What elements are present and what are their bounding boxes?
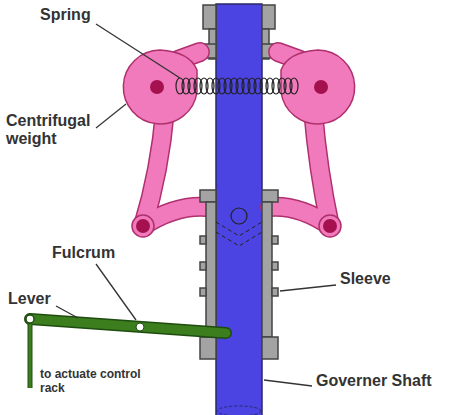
part-label: to actuate control rack: [40, 368, 160, 396]
governor-shaft: [216, 4, 262, 415]
part-label: Sleeve: [340, 270, 391, 288]
part-label: Governer Shaft: [316, 372, 432, 390]
centrifugal-weights: [123, 50, 354, 237]
top-collar: [198, 5, 280, 59]
part-label: Lever: [8, 290, 51, 308]
leader-lines: [56, 24, 336, 386]
spring-coil: [176, 78, 298, 94]
part-label: Centrifugal weight: [6, 112, 98, 149]
sleeve-hidden-lines: [216, 222, 262, 246]
sleeve-ball: [231, 208, 247, 224]
part-label: Fulcrum: [52, 244, 115, 262]
part-label: Spring: [40, 6, 91, 24]
